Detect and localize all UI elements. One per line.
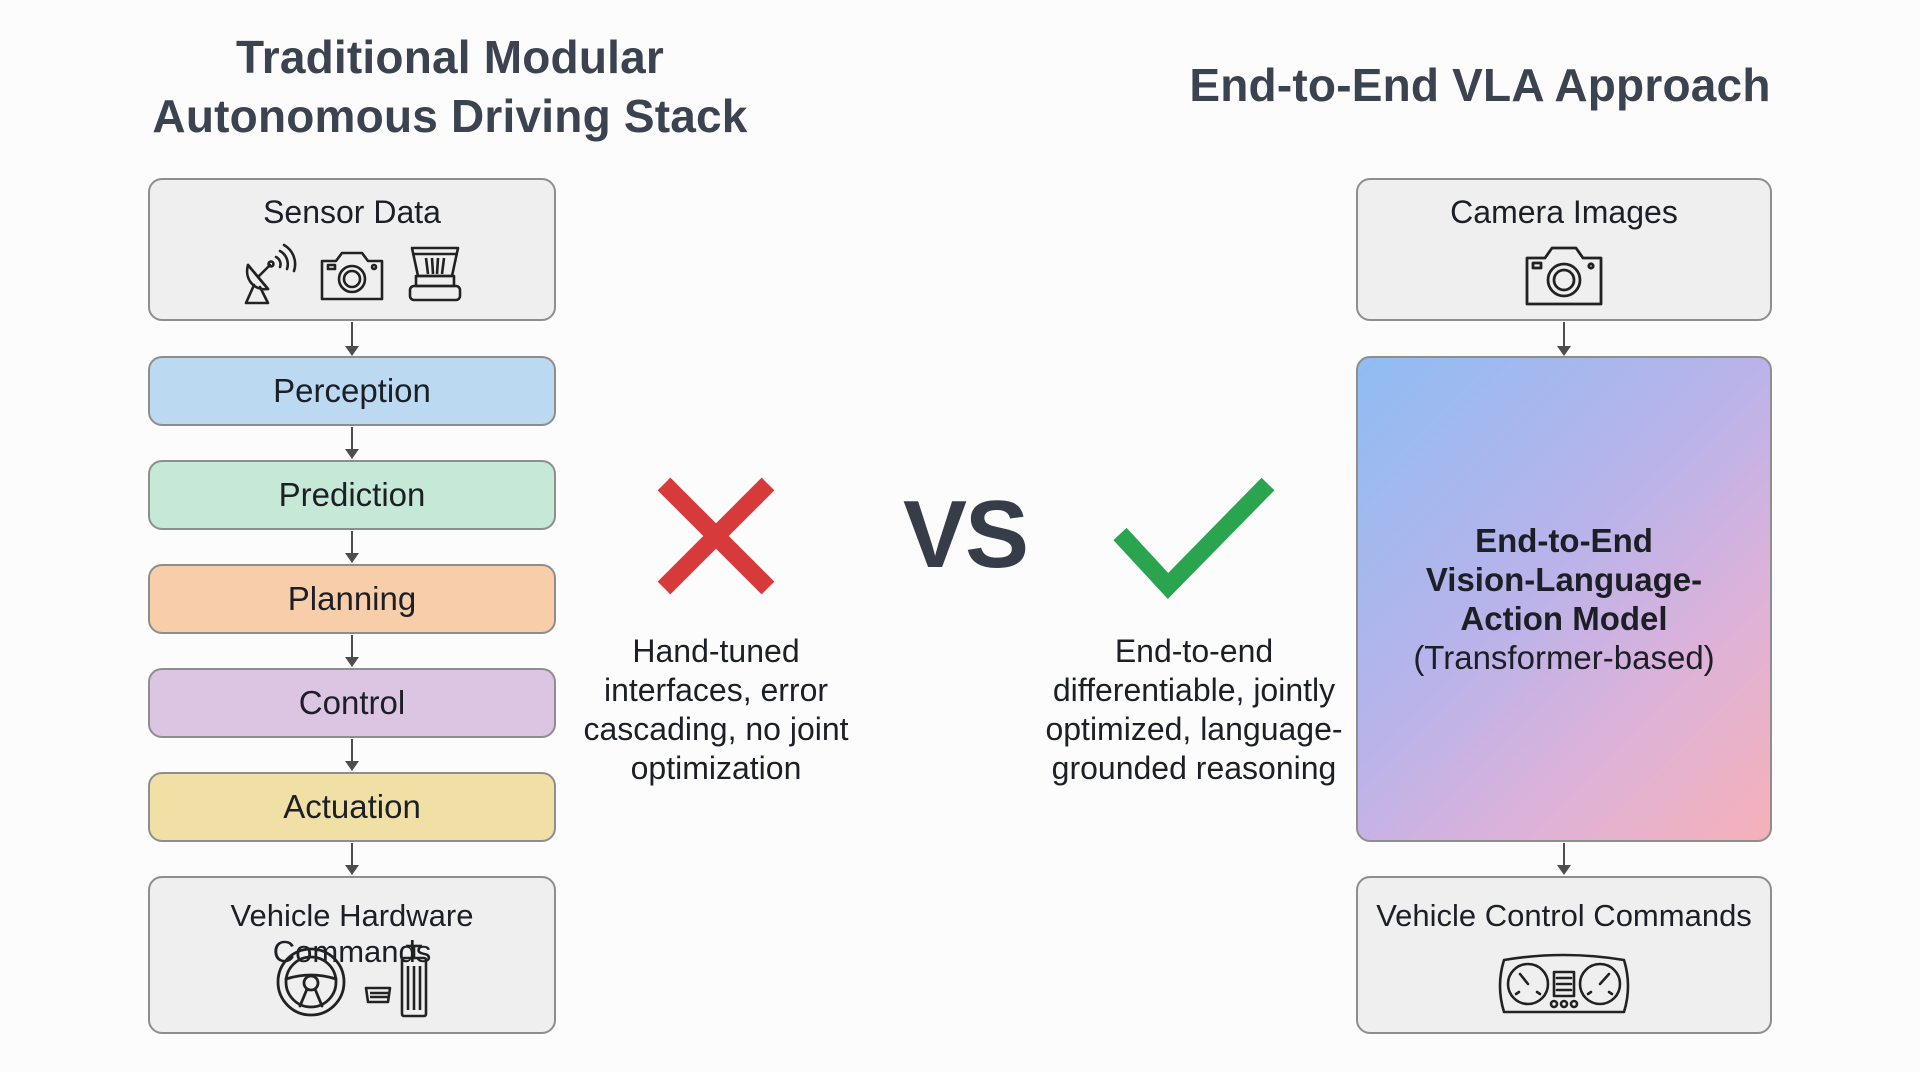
vla-caption: End-to-end differentiable, jointly optim… xyxy=(1045,633,1343,786)
modular-caption: Hand-tuned interfaces, error cascading, … xyxy=(583,633,849,786)
vehicle-hardware-commands-label: Vehicle Hardware Commands xyxy=(230,898,474,969)
red-x-icon xyxy=(652,474,780,603)
camera-images-box: Camera Images xyxy=(1356,178,1772,321)
flow-arrow xyxy=(1557,322,1571,356)
camera-images-label: Camera Images xyxy=(1450,194,1678,230)
vla-model-title-line2: Vision-Language- xyxy=(1425,561,1703,598)
vehicle-control-commands-box: Vehicle Control Commands xyxy=(1356,876,1772,1034)
flow-arrow xyxy=(345,739,359,771)
flow-arrow xyxy=(1557,843,1571,875)
flow-arrow xyxy=(345,843,359,875)
stage-planning: Planning xyxy=(148,564,556,634)
steering-wheel-icon xyxy=(274,945,348,1024)
stage-control: Control xyxy=(148,668,556,738)
left-title: Traditional Modular Autonomous Driving S… xyxy=(152,31,748,142)
stage-prediction: Prediction xyxy=(148,460,556,530)
green-check-icon xyxy=(1112,476,1276,605)
sensor-data-label: Sensor Data xyxy=(263,194,441,230)
right-title: End-to-End VLA Approach xyxy=(1189,59,1771,111)
flow-arrow xyxy=(345,322,359,356)
dashboard-gauges-icon xyxy=(1494,950,1634,1025)
flow-arrow xyxy=(345,427,359,459)
flow-arrow xyxy=(345,635,359,667)
camera-icon xyxy=(318,247,386,308)
lidar-icon xyxy=(406,242,464,313)
camera-icon xyxy=(1523,242,1605,313)
vla-model-subtitle: (Transformer-based) xyxy=(1413,639,1715,676)
vla-model-box: End-to-End Vision-Language- Action Model… xyxy=(1356,356,1772,842)
sensor-data-box: Sensor Data xyxy=(148,178,556,321)
vla-model-title-line3: Action Model xyxy=(1460,600,1668,637)
vs-label: VS xyxy=(902,481,1029,588)
stage-perception: Perception xyxy=(148,356,556,426)
pedals-icon xyxy=(362,944,430,1025)
vehicle-hardware-commands-box: Vehicle Hardware Commands xyxy=(148,876,556,1034)
satellite-dish-icon xyxy=(240,243,298,312)
vla-model-title-line1: End-to-End xyxy=(1475,522,1653,559)
vehicle-control-commands-label: Vehicle Control Commands xyxy=(1376,898,1752,933)
flow-arrow xyxy=(345,531,359,563)
stage-actuation: Actuation xyxy=(148,772,556,842)
